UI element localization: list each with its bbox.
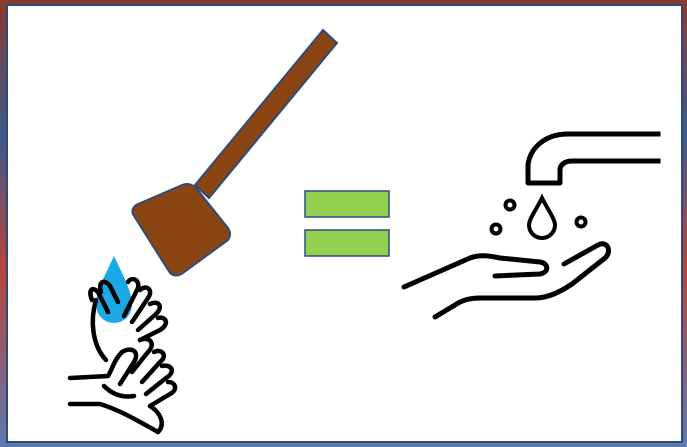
shovel-handle (195, 30, 337, 198)
falling-drops-icon (492, 198, 586, 238)
small-drop-left-lower (492, 225, 501, 234)
shovel-blade (132, 184, 230, 276)
tap-icon (528, 134, 658, 183)
small-drop-right (577, 218, 586, 227)
center-drop (529, 198, 555, 238)
small-drop-left-upper (506, 201, 515, 210)
equals-sign-icon (305, 191, 389, 256)
equals-bottom-bar (305, 230, 389, 256)
cupped-hand-icon (404, 244, 609, 317)
equals-top-bar (305, 191, 389, 217)
